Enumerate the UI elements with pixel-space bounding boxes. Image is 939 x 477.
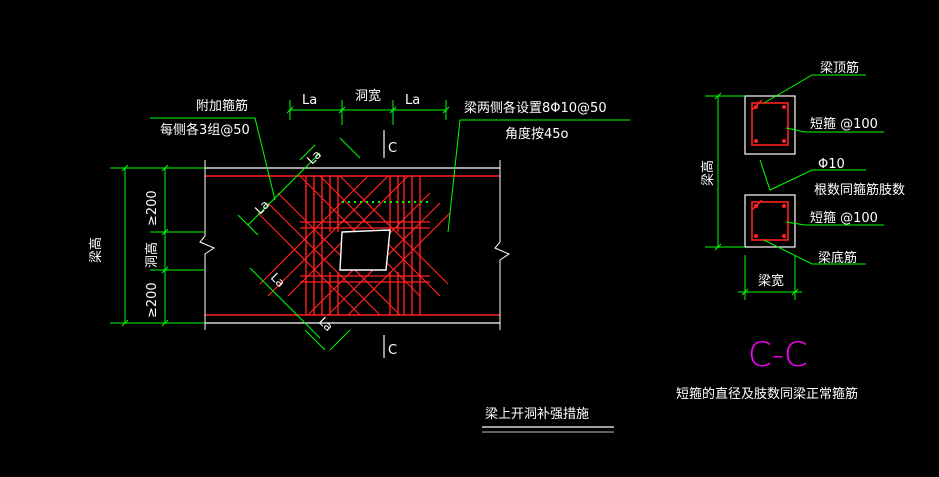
elevation-dimensions xyxy=(110,100,630,351)
section-top-bars: 梁顶筋 xyxy=(820,60,859,76)
diag-la-2: La xyxy=(304,147,324,167)
cut-mark-bottom: C xyxy=(388,343,397,358)
note-side-bars-2: 角度按45o xyxy=(505,126,569,142)
dim-beam-height: 梁高 xyxy=(88,237,104,263)
section-short-stirrup-bottom: 短箍 @100 xyxy=(810,210,878,226)
break-line-right xyxy=(494,160,511,330)
dim-hole-width: 洞宽 xyxy=(355,88,381,104)
drawing-title-block: 梁上开洞补强措施 xyxy=(482,407,614,433)
section-lower-stirrup xyxy=(751,201,789,241)
diag-la-4: La xyxy=(316,314,336,334)
section-short-stirrup-top: 短箍 @100 xyxy=(810,116,878,132)
section-upper-concrete xyxy=(744,95,796,155)
section-note: 短箍的直径及肢数同梁正常箍筋 xyxy=(676,386,858,402)
note-extra-stirrup-2: 每侧各3组@50 xyxy=(160,122,250,138)
dim-hole-height: 洞高 xyxy=(144,242,160,268)
section-phi10: Φ10 xyxy=(818,157,845,172)
section-width: 梁宽 xyxy=(758,273,784,289)
cut-mark-top: C xyxy=(388,141,397,156)
section-cc: 梁顶筋 短箍 @100 Φ10 根数同箍筋肢数 短箍 @100 梁底筋 梁高 梁… xyxy=(676,60,905,402)
section-height: 梁高 xyxy=(700,160,716,186)
note-side-bars-1: 梁两侧各设置8Φ10@50 xyxy=(464,100,607,116)
dim-lower-200: ≥200 xyxy=(145,282,160,318)
section-lower-concrete xyxy=(744,194,796,248)
section-mark: C-C xyxy=(748,335,808,375)
drawing-title: 梁上开洞补强措施 xyxy=(485,407,589,422)
section-upper-stirrup xyxy=(751,102,789,146)
dim-la-left: La xyxy=(302,93,317,108)
beam-elevation xyxy=(199,160,511,330)
section-count: 根数同箍筋肢数 xyxy=(814,182,905,198)
dim-upper-200: ≥200 xyxy=(145,190,160,226)
dim-la-right: La xyxy=(405,93,420,108)
break-line-left xyxy=(199,160,216,330)
note-extra-stirrup-1: 附加箍筋 xyxy=(196,98,248,114)
section-bottom-bars: 梁底筋 xyxy=(818,250,857,266)
beam-hole xyxy=(339,229,391,271)
diag-la-1: La xyxy=(252,197,272,217)
